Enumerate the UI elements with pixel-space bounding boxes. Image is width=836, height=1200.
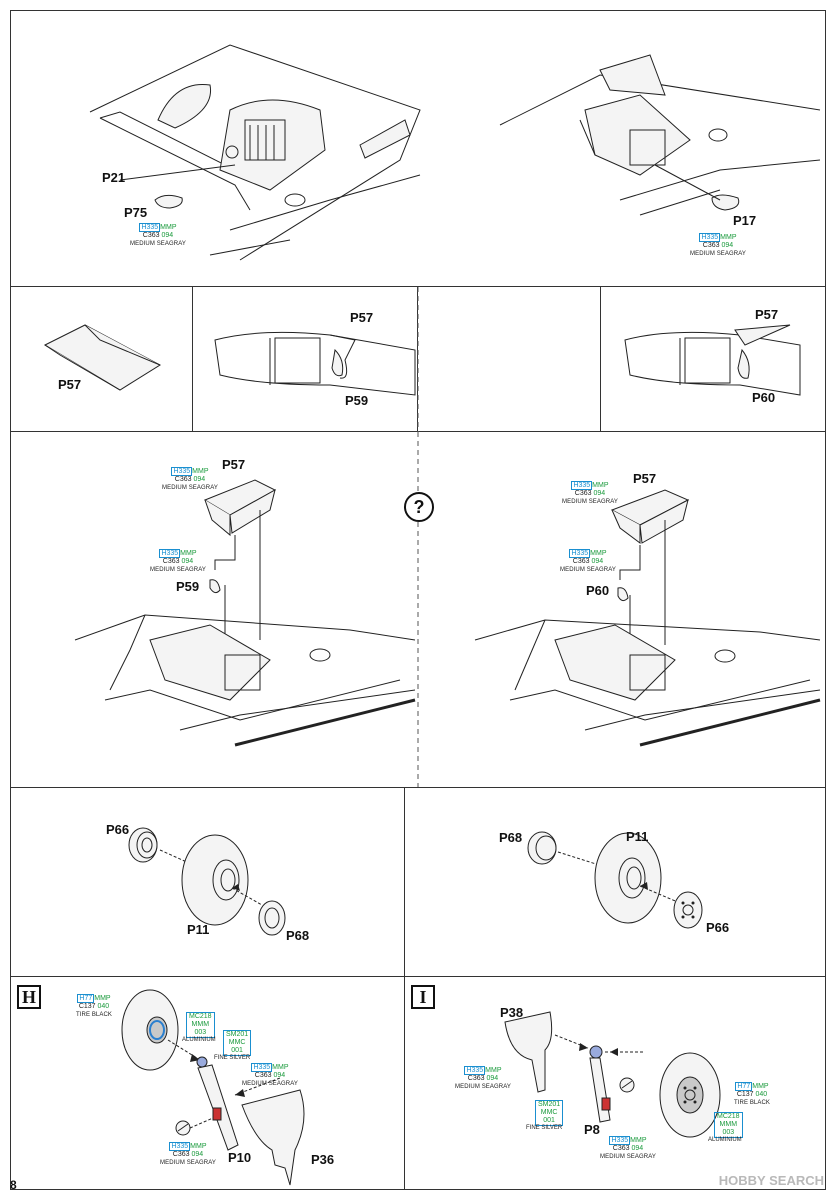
label-p75: P75 xyxy=(124,205,148,220)
label-wheel-left-p11: P11 xyxy=(187,922,210,937)
question-mark-icon: ? xyxy=(404,492,434,522)
label-assembly-right-p60: P60 xyxy=(586,583,610,598)
label-h-p36: P36 xyxy=(311,1152,335,1167)
label-assembly-right-p57: P57 xyxy=(633,471,657,486)
label-i-p38: P38 xyxy=(500,1005,524,1020)
step-i-badge: I xyxy=(411,985,435,1009)
label-p60-c: P60 xyxy=(752,390,776,405)
label-i-p8: P8 xyxy=(584,1122,600,1137)
label-p57-c: P57 xyxy=(755,307,779,322)
label-wheel-left-p66: P66 xyxy=(106,822,130,837)
page-number: 8 xyxy=(10,1178,17,1192)
label-p21: P21 xyxy=(102,170,126,185)
label-p57-a: P57 xyxy=(58,377,82,392)
label-assembly-left-p57: P57 xyxy=(222,457,246,472)
label-wheel-right-p11: P11 xyxy=(626,829,649,844)
part-p57-detail xyxy=(43,324,801,396)
label-assembly-left-p59: P59 xyxy=(176,579,200,594)
fuselage-drawing-top-right xyxy=(499,54,821,216)
paint-name-i-alu: ALUMINIUM xyxy=(708,1137,742,1143)
panel-top xyxy=(10,10,826,287)
paint-name-i-silver: FINE SILVER xyxy=(526,1125,563,1131)
wheel-drawings xyxy=(128,827,703,936)
label-wheel-right-p68: P68 xyxy=(499,830,523,845)
label-wheel-left-p68: P68 xyxy=(286,928,310,943)
step-h-badge: H xyxy=(17,985,41,1009)
label-p59-b: P59 xyxy=(345,393,369,408)
label-p17: P17 xyxy=(733,213,757,228)
label-p57-b: P57 xyxy=(350,310,374,325)
watermark: HOBBY SEARCH xyxy=(718,1173,824,1188)
fuselage-drawing-top-left xyxy=(89,44,421,261)
label-wheel-right-p66: P66 xyxy=(706,920,730,935)
assembly-drawing xyxy=(74,479,821,747)
panel-step-i xyxy=(404,976,826,1190)
paint-name-h-alu: ALUMINIUM xyxy=(182,1037,216,1043)
paint-name-h-silver: FINE SILVER xyxy=(214,1055,251,1061)
label-h-p10: P10 xyxy=(228,1150,252,1165)
